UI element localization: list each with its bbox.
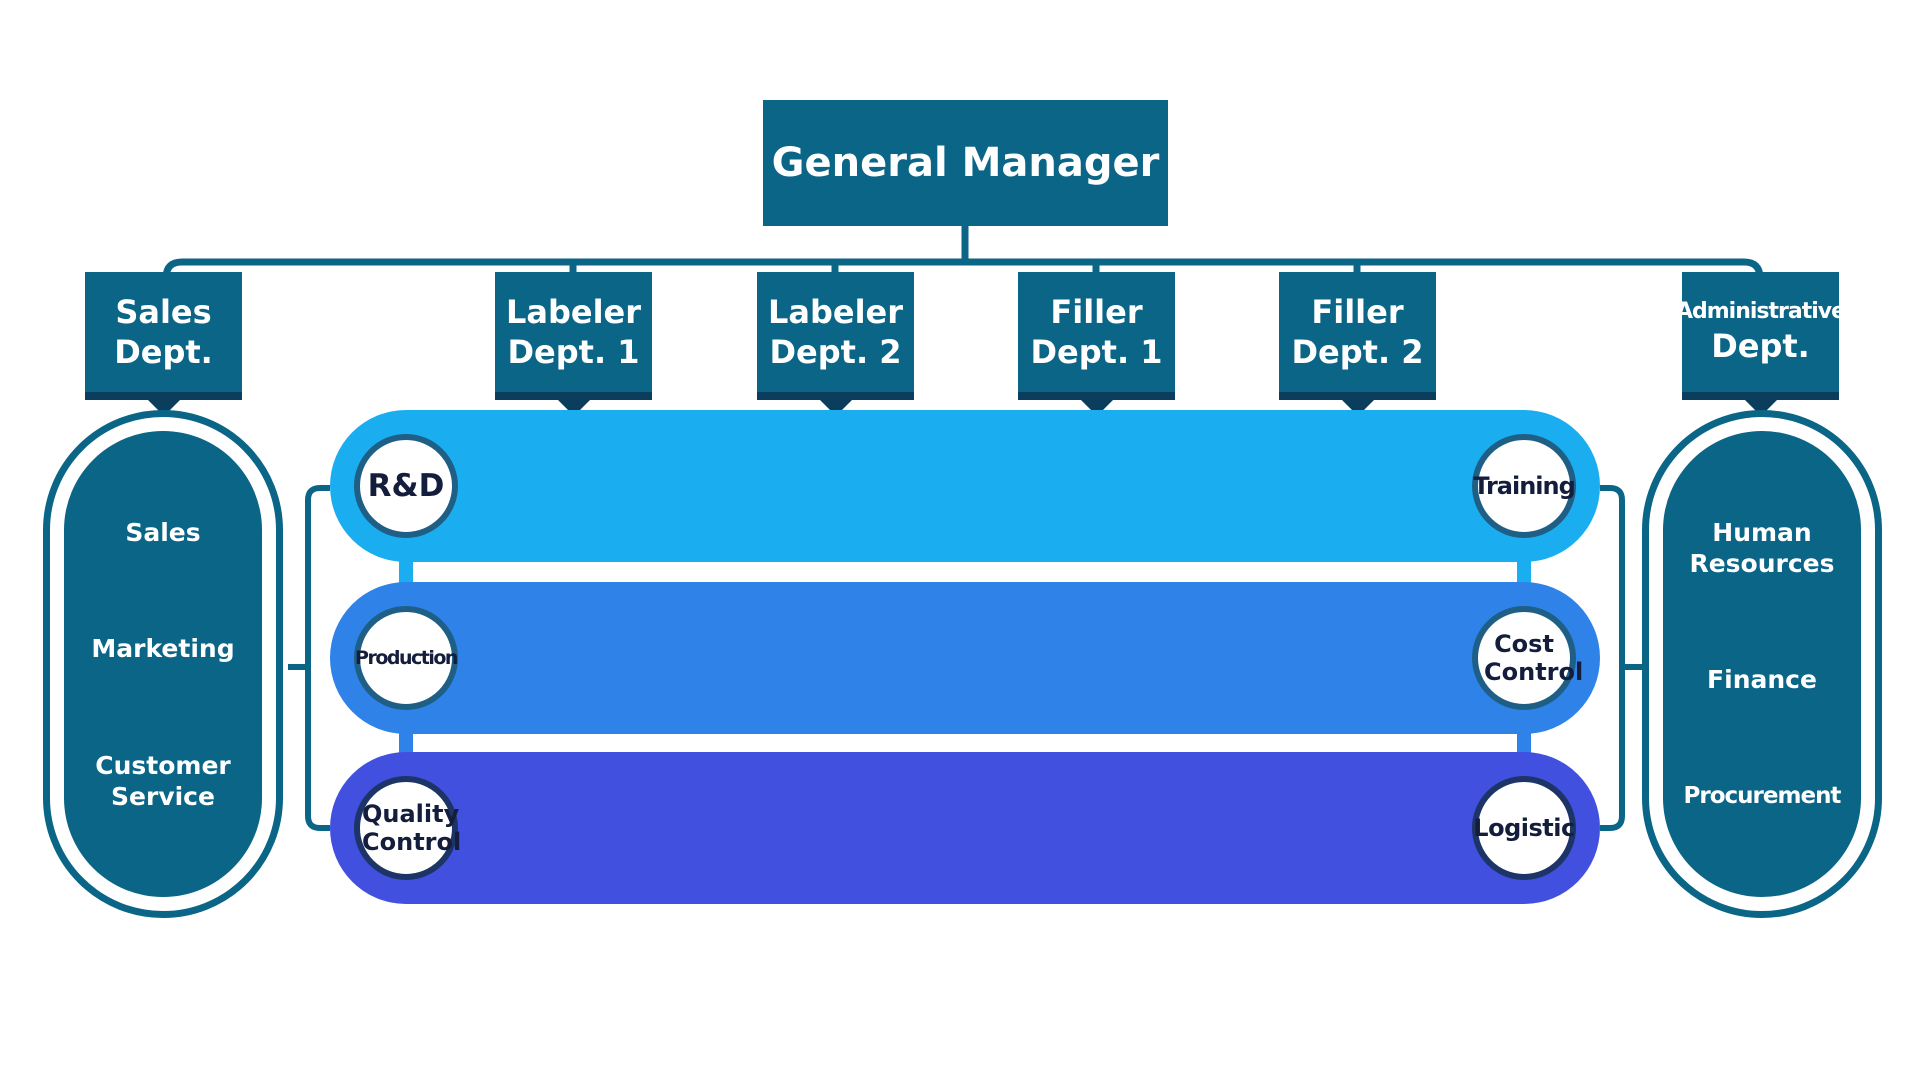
sales-units-list: Sales Marketing Customer Service <box>64 431 262 897</box>
dept-filler-2-line2: Dept. 2 <box>1291 333 1424 371</box>
unit-customer-service: Customer Service <box>95 750 231 811</box>
band-bar <box>406 424 1524 548</box>
dept-labeler-1-line1: Labeler <box>505 293 642 331</box>
dept-filler-2: Filler Dept. 2 <box>1279 272 1436 416</box>
node-quality-control: Quality Control <box>354 776 462 880</box>
dept-sales: Sales Dept. <box>85 272 242 416</box>
dept-sales-line1: Sales <box>115 293 212 331</box>
unit-marketing: Marketing <box>91 634 235 663</box>
general-manager-box: General Manager <box>763 100 1168 226</box>
node-production-label: Production <box>355 647 458 669</box>
band-quality-control-logistic: Quality Control Logistic <box>330 752 1600 904</box>
general-manager-label: General Manager <box>771 140 1160 186</box>
admin-units-pill: Human Resources Finance Procurement <box>1642 410 1882 918</box>
band-production-cost-control: Production Cost Control <box>330 582 1600 734</box>
dept-sales-line2: Dept. <box>114 333 213 371</box>
band-rd-training: R&D Training <box>330 410 1600 562</box>
node-cost-control-label: Cost Control <box>1484 630 1584 686</box>
dept-administrative: Administrative Dept. <box>1676 272 1846 416</box>
node-production: Production <box>354 606 458 710</box>
band-bar <box>406 766 1524 890</box>
dept-filler-2-line1: Filler <box>1311 293 1404 331</box>
dept-labeler-1: Labeler Dept. 1 <box>495 272 652 416</box>
node-rd-label: R&D <box>367 468 445 504</box>
node-quality-control-label: Quality Control <box>362 800 462 856</box>
admin-units-list: Human Resources Finance Procurement <box>1663 431 1861 897</box>
dept-filler-1: Filler Dept. 1 <box>1018 272 1175 416</box>
node-training: Training <box>1472 434 1576 538</box>
dept-filler-1-line2: Dept. 1 <box>1030 333 1163 371</box>
dept-labeler-2-line2: Dept. 2 <box>769 333 902 371</box>
unit-finance: Finance <box>1707 665 1817 694</box>
dept-filler-1-line1: Filler <box>1050 293 1143 331</box>
unit-human-resources: Human Resources <box>1689 517 1835 578</box>
dept-labeler-2: Labeler Dept. 2 <box>757 272 914 416</box>
node-logistic-label: Logistic <box>1473 814 1575 842</box>
dept-labeler-1-line2: Dept. 1 <box>507 333 640 371</box>
dept-administrative-line1: Administrative <box>1675 299 1846 324</box>
node-training-label: Training <box>1473 472 1576 500</box>
dept-labeler-2-line1: Labeler <box>767 293 904 331</box>
unit-procurement: Procurement <box>1683 782 1842 809</box>
node-rd: R&D <box>354 434 458 538</box>
unit-sales: Sales <box>125 517 201 547</box>
band-bar <box>406 596 1524 720</box>
sales-units-pill: Sales Marketing Customer Service <box>43 410 283 918</box>
node-cost-control: Cost Control <box>1472 606 1584 710</box>
node-logistic: Logistic <box>1472 776 1576 880</box>
dept-administrative-line2: Dept. <box>1711 327 1810 365</box>
